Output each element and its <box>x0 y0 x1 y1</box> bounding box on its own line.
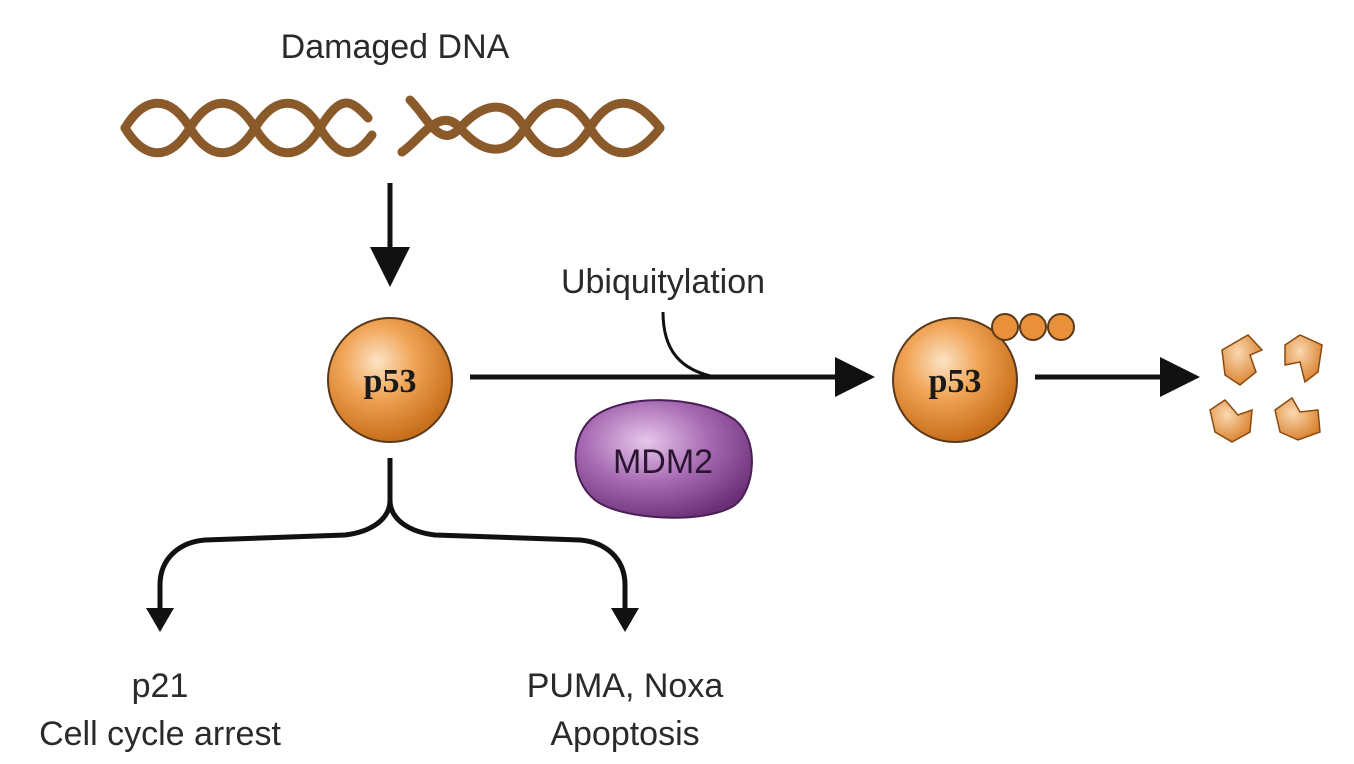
cell-cycle-arrest-label: Cell cycle arrest <box>39 715 281 753</box>
fragment <box>1284 334 1323 384</box>
fragment <box>1274 396 1321 441</box>
ubiquitin-chain <box>991 313 1075 341</box>
ubiquitin-bead <box>1019 313 1047 341</box>
cell-cycle-arrow-head <box>146 608 174 632</box>
p53-ubiquitylated-label: p53 <box>929 363 982 400</box>
ubiquitin-bead <box>991 313 1019 341</box>
fragment <box>1221 334 1264 386</box>
mdm2-label: MDM2 <box>613 443 713 481</box>
fragment <box>1209 399 1253 443</box>
ubiquitin-bead <box>1047 313 1075 341</box>
damaged-dna-label: Damaged DNA <box>281 28 510 66</box>
p53-label: p53 <box>364 363 417 400</box>
ubiquitylated-p53: p53 <box>892 313 1075 443</box>
apoptosis-label: Apoptosis <box>550 715 699 753</box>
p53-protein: p53 <box>327 317 453 443</box>
puma-noxa-label: PUMA, Noxa <box>527 667 724 705</box>
p21-label: p21 <box>132 667 189 705</box>
p53-branch-connector <box>157 458 628 612</box>
mdm2-protein: MDM2 <box>574 399 753 519</box>
ubiquitylation-label: Ubiquitylation <box>561 263 765 301</box>
apoptosis-arrow-head <box>611 608 639 632</box>
damaged-dna-helix <box>120 95 665 158</box>
degraded-p53-fragments <box>1209 334 1323 443</box>
ubiquitylation-connector <box>661 311 716 379</box>
